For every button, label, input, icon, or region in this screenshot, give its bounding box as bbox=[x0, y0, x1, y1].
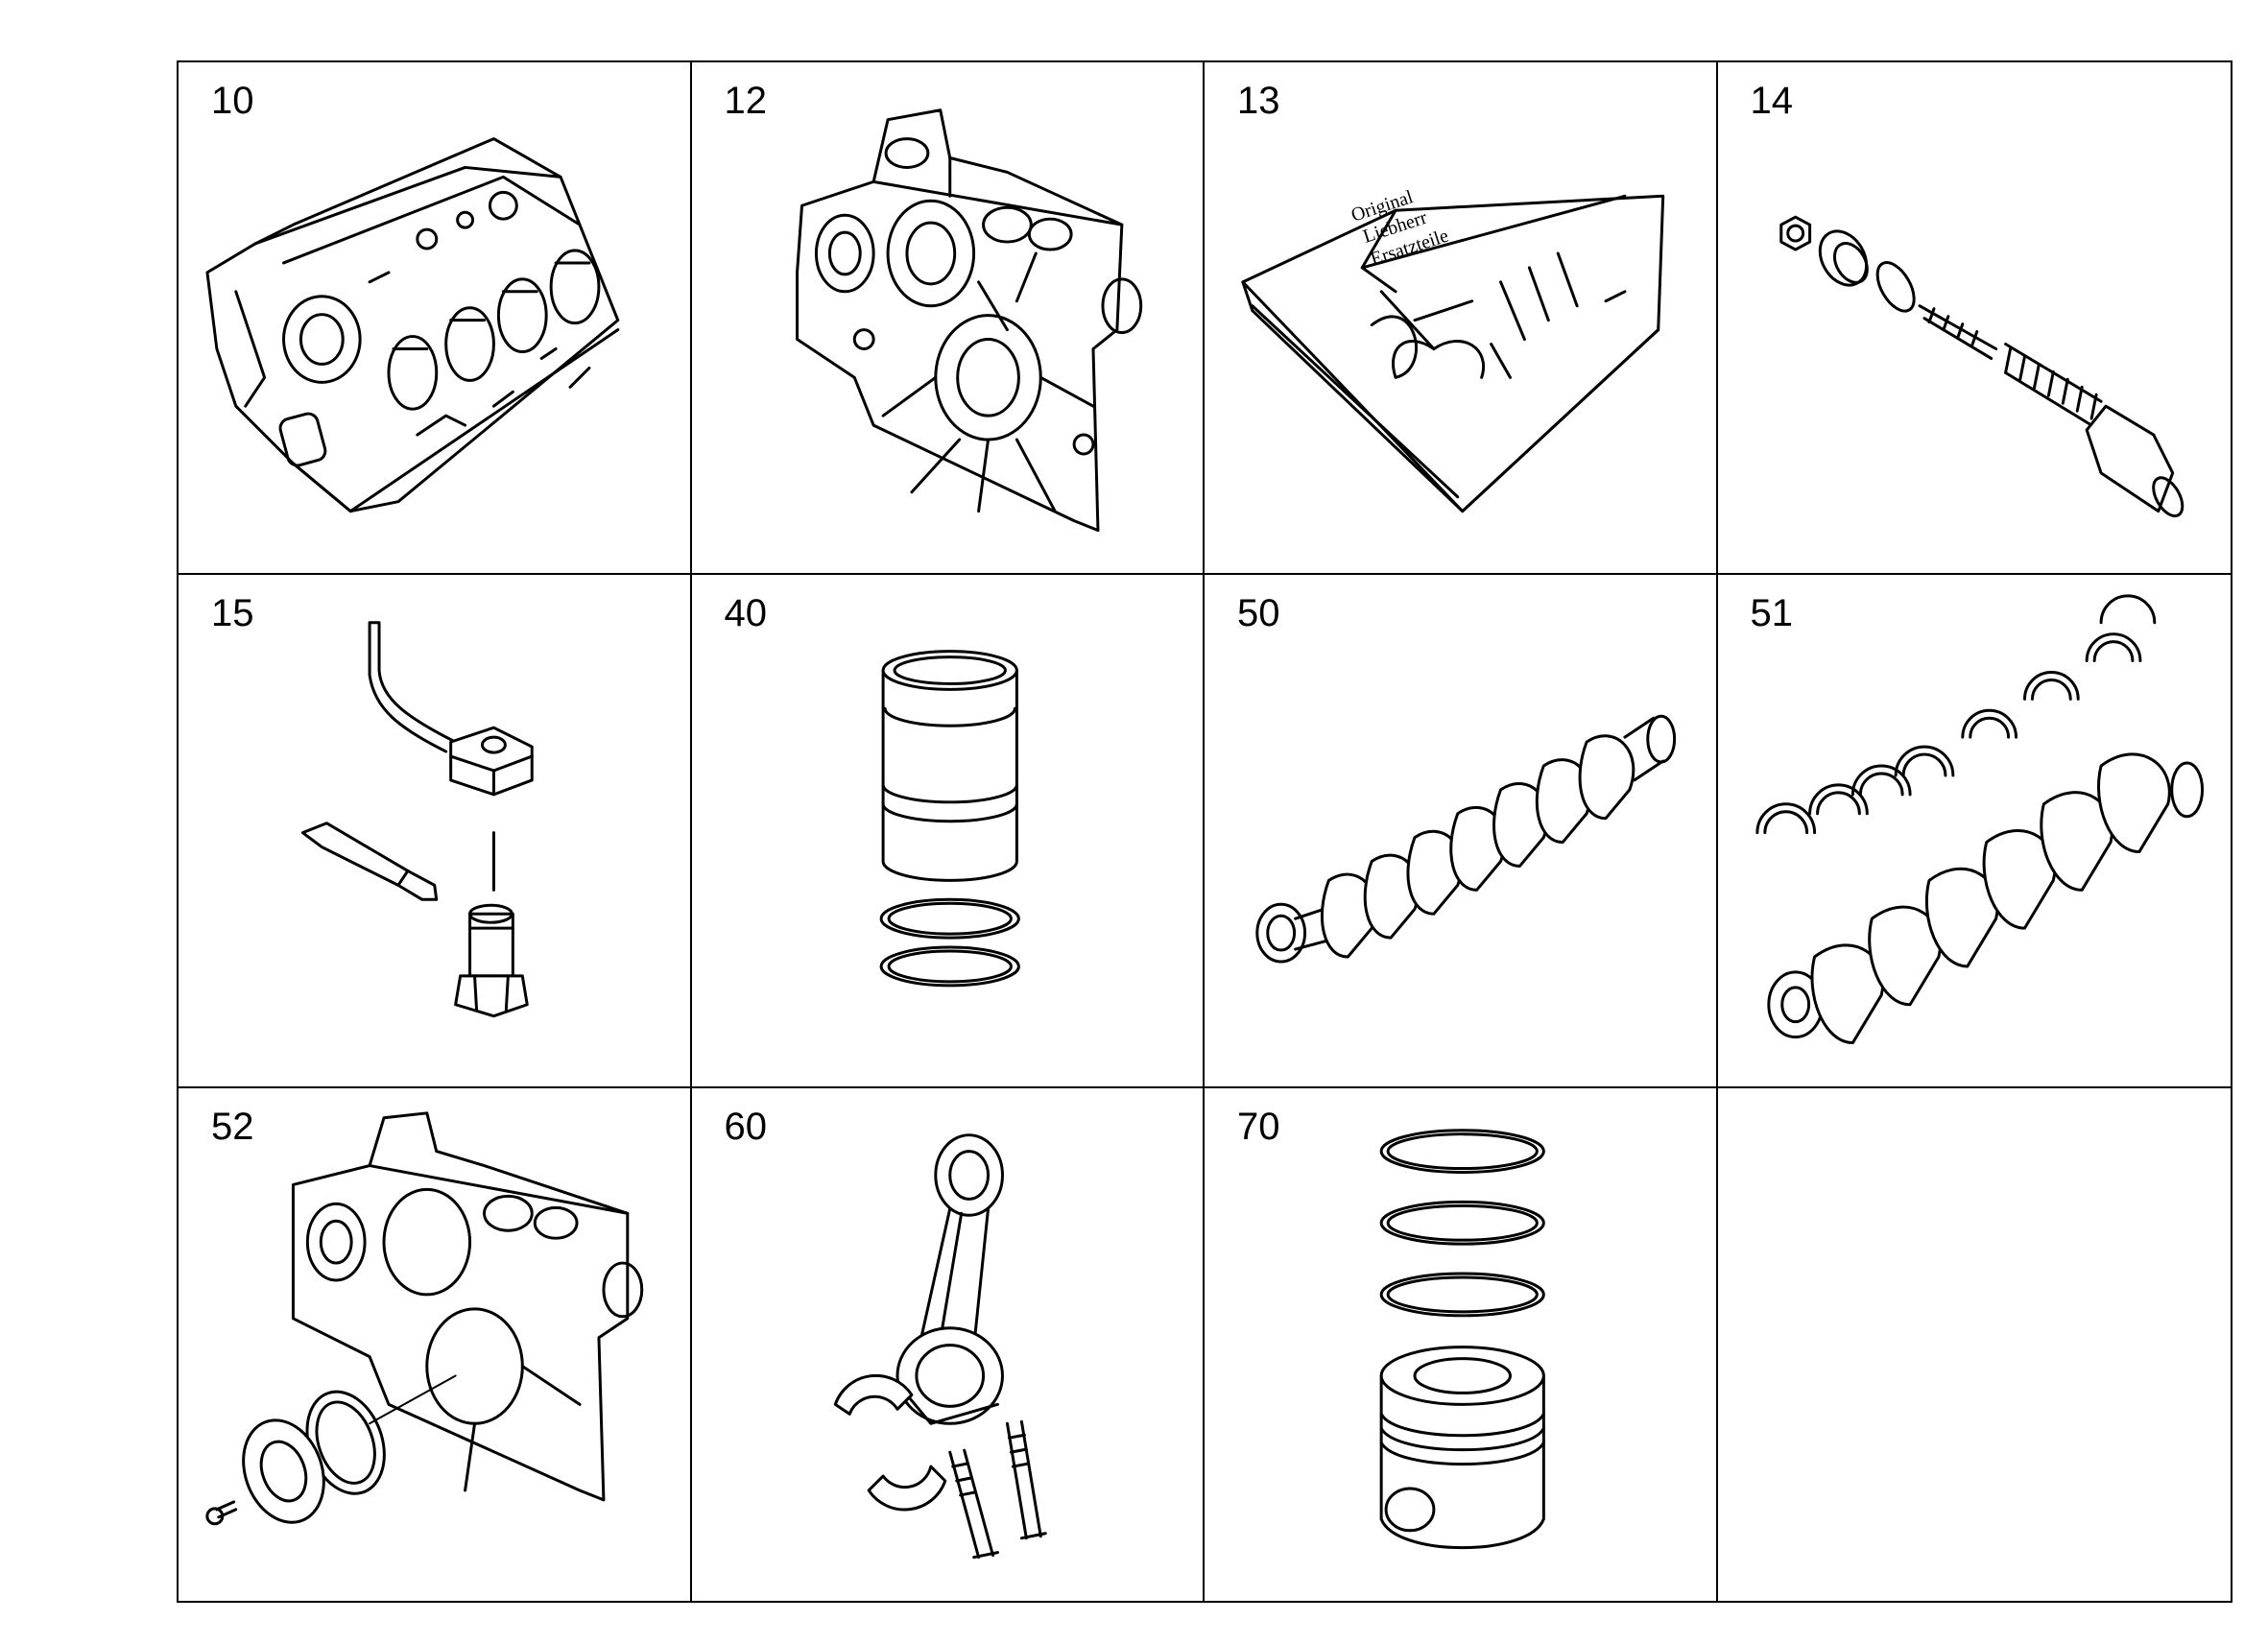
crankshaft-bearings-icon bbox=[1755, 594, 2204, 1045]
engine-block-icon bbox=[205, 137, 620, 513]
part-cell-13[interactable]: 13 Original Liebherr Ersatzteile bbox=[1205, 62, 1718, 576]
piston-rings-icon bbox=[1379, 1128, 1545, 1549]
oil-spray-nozzle-kit-icon bbox=[300, 621, 534, 1018]
timing-cover-seal-icon bbox=[205, 1110, 644, 1525]
part-number: 60 bbox=[724, 1105, 768, 1148]
parts-grid: 10 12 bbox=[177, 60, 2232, 1603]
crankshaft-icon bbox=[1255, 715, 1677, 964]
relief-valve-kit-icon bbox=[1779, 215, 2184, 518]
part-number: 70 bbox=[1237, 1105, 1280, 1148]
part-number: 14 bbox=[1750, 80, 1794, 122]
part-cell-52[interactable]: 52 bbox=[179, 1087, 692, 1601]
part-cell-10[interactable]: 10 bbox=[179, 62, 692, 576]
empty-cell bbox=[1718, 1088, 2232, 1601]
part-number: 10 bbox=[211, 80, 254, 122]
part-cell-60[interactable]: 60 bbox=[692, 1087, 1205, 1601]
part-cell-14[interactable]: 14 bbox=[1717, 62, 2231, 576]
part-cell-12[interactable]: 12 bbox=[691, 62, 1205, 576]
part-number: 50 bbox=[1237, 592, 1280, 635]
part-number: 13 bbox=[1237, 80, 1280, 122]
part-number: 15 bbox=[211, 592, 254, 635]
part-number: 40 bbox=[724, 592, 768, 635]
part-cell-50[interactable]: 50 bbox=[1205, 575, 1718, 1088]
part-cell-15[interactable]: 15 bbox=[179, 575, 692, 1088]
part-cell-51[interactable]: 51 bbox=[1717, 575, 2231, 1088]
part-number: 52 bbox=[211, 1105, 254, 1148]
part-number: 12 bbox=[724, 80, 768, 122]
connecting-rod-icon bbox=[833, 1132, 1047, 1559]
gasket-kit-box-icon: Original Liebherr Ersatzteile bbox=[1241, 186, 1665, 513]
cylinder-liner-icon bbox=[879, 650, 1020, 988]
timing-cover-icon bbox=[795, 108, 1142, 533]
part-cell-40[interactable]: 40 bbox=[691, 575, 1205, 1088]
part-number: 51 bbox=[1750, 592, 1794, 635]
part-cell-70[interactable]: 70 bbox=[1205, 1087, 1718, 1601]
